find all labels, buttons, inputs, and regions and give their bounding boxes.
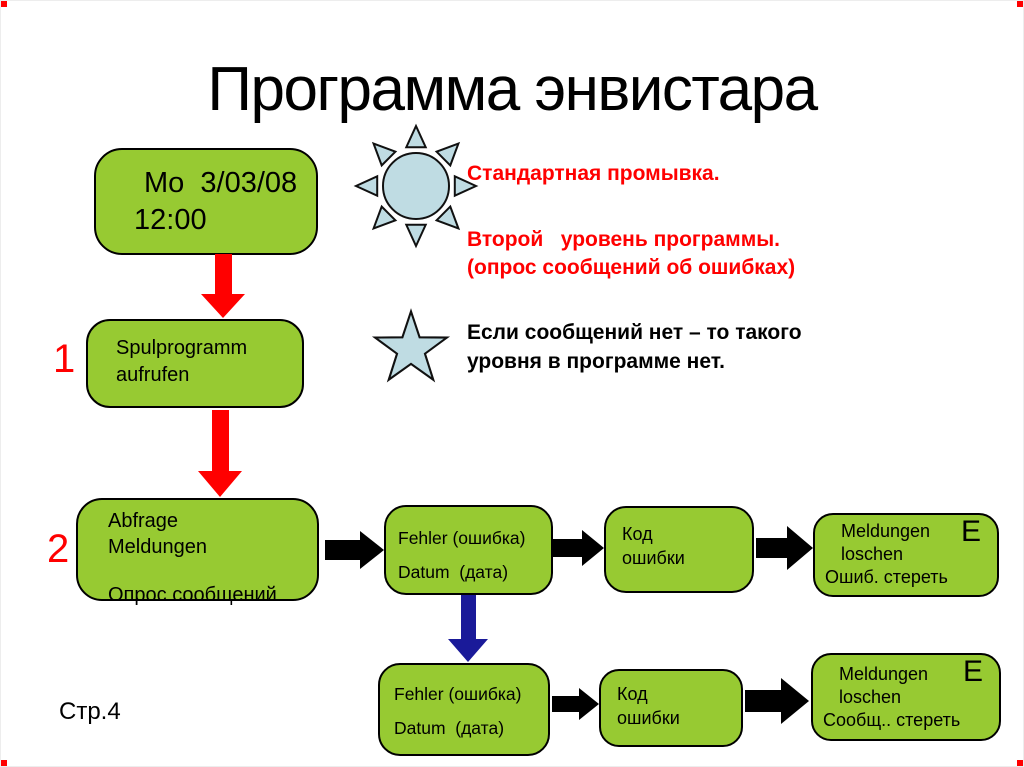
meld2-line3: Сообщ.. стереть <box>823 710 961 730</box>
flow-box-kod-row2: Код ошибки <box>604 506 754 593</box>
star-icon <box>371 308 451 383</box>
flow-box-meldungen-row3: Meldungen loschen Сообщ.. стереть E <box>811 653 1001 741</box>
step-number-2: 2 <box>47 527 70 571</box>
kod2-line2: ошибки <box>617 708 680 728</box>
meld1-line2: loschen <box>841 544 904 564</box>
arrow-right-black-1 <box>325 531 384 569</box>
arrow-down-blue <box>448 595 488 662</box>
spul-line2: aufrufen <box>116 364 190 386</box>
meld1-line3: Ошиб. стереть <box>825 567 948 587</box>
meld1-e-key: E <box>960 515 981 548</box>
page-number-label: Стр.4 <box>59 698 121 725</box>
star-note-line2: уровня в программе нет. <box>467 350 726 373</box>
spul-line1: Spulprogramm <box>116 337 248 359</box>
abfrage-line1: Abfrage <box>108 510 179 532</box>
kod2-line1: Код <box>617 684 648 704</box>
corner-mark <box>1017 760 1023 766</box>
corner-mark <box>1017 1 1023 7</box>
step-number-1: 1 <box>53 337 76 381</box>
arrow-down-red-2 <box>198 410 242 497</box>
sun-note-standard-wash: Стандартная промывка. <box>467 162 720 185</box>
sun-icon <box>353 123 479 249</box>
corner-mark <box>1 760 7 766</box>
meld2-line2: loschen <box>839 687 902 707</box>
flow-box-start-time: Mo 3/03/08 12:00 <box>94 148 318 255</box>
arrow-right-black-4 <box>552 688 599 720</box>
star-note-no-messages: Если сообщений нет – то такого уровня в … <box>467 318 802 376</box>
arrow-down-red-1 <box>201 254 245 318</box>
slide-title: Программа энвистара <box>207 55 818 124</box>
start-line1: Mo 3/03/08 <box>144 167 298 199</box>
fehler2-line2: Datum (дата) <box>394 718 505 738</box>
meld2-line1: Meldungen <box>839 664 929 684</box>
arrow-right-black-2 <box>553 530 604 566</box>
kod1-line1: Код <box>622 524 653 544</box>
abfrage-line3: Опрос сообщений <box>108 584 277 606</box>
flow-box-meldungen-row2: Meldungen loschen Ошиб. стереть E <box>813 513 999 597</box>
flow-box-abfrage: Abfrage Meldungen Опрос сообщений <box>76 498 319 606</box>
sun-note-line1: Второй уровень программы. <box>467 228 781 251</box>
fehler1-line1: Fehler (ошибка) <box>398 528 526 548</box>
star-note-line1: Если сообщений нет – то такого <box>467 321 802 344</box>
fehler1-line2: Datum (дата) <box>398 562 509 582</box>
arrow-right-black-5 <box>745 678 809 724</box>
corner-mark <box>1 1 7 7</box>
sun-note-line2: (опрос сообщений об ошибках) <box>467 256 796 279</box>
flow-box-kod-row3: Код ошибки <box>599 669 743 747</box>
start-line2: 12:00 <box>134 204 207 236</box>
flow-box-fehler-row3: Fehler (ошибка) Datum (дата) <box>378 663 550 756</box>
arrow-right-black-3 <box>756 526 813 570</box>
fehler2-line1: Fehler (ошибка) <box>394 684 522 704</box>
meld2-e-key: E <box>962 655 983 688</box>
abfrage-line2: Meldungen <box>108 536 207 558</box>
sun-note-second-level: Второй уровень программы. (опрос сообщен… <box>467 226 795 282</box>
flow-box-spulprogramm: Spulprogramm aufrufen <box>86 319 304 408</box>
kod1-line2: ошибки <box>622 548 685 568</box>
meld1-line1: Meldungen <box>841 521 931 541</box>
flow-box-fehler-row2: Fehler (ошибка) Datum (дата) <box>384 505 553 595</box>
